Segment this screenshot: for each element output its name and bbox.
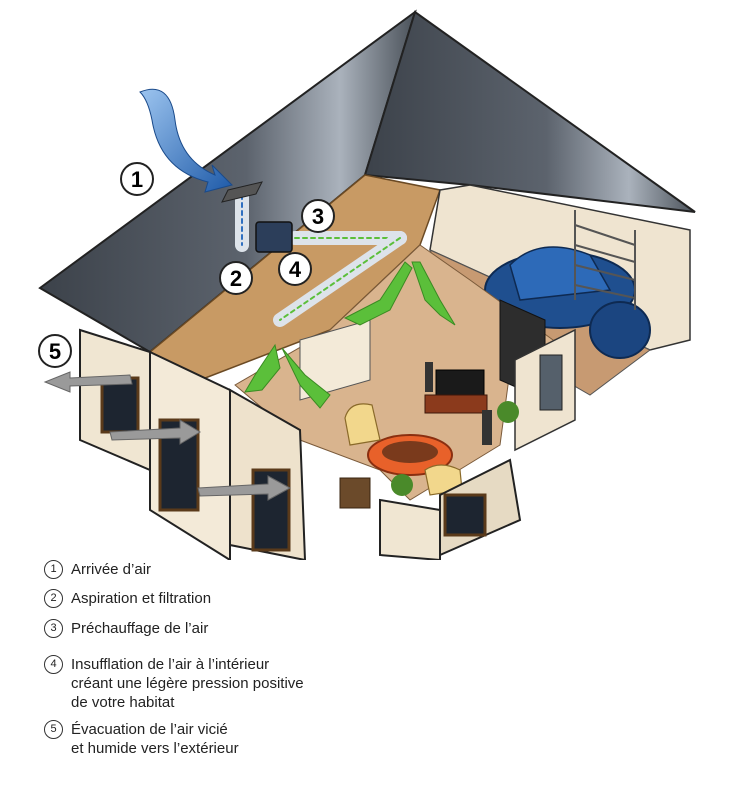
legend-item-4: 4 Insufflation de l’air à l’intérieur cr…	[44, 655, 304, 712]
legend-item-5: 5 Évacuation de l’air vicié et humide ve…	[44, 720, 239, 758]
legend-label-1: Arrivée d’air	[71, 561, 152, 578]
ventilation-unit	[255, 221, 293, 253]
legend-number-4: 4	[44, 655, 63, 674]
legend-number-5: 5	[44, 720, 63, 739]
svg-text:1: 1	[131, 167, 143, 192]
callout-2: 2	[219, 261, 253, 295]
house-ventilation-illustration: 1 2 3 4 5	[38, 9, 696, 560]
roof-right-face	[363, 10, 696, 213]
ventilation-ducts	[235, 188, 407, 327]
svg-text:5: 5	[49, 339, 61, 364]
windows	[100, 376, 487, 552]
svg-text:4: 4	[289, 257, 302, 282]
intake-arrow	[139, 88, 233, 193]
legend-label-3: Préchauffage de l’air	[71, 620, 209, 637]
callout-3: 3	[301, 199, 335, 233]
legend-item-1: 1 Arrivée d’air	[44, 560, 151, 579]
callout-1: 1	[120, 162, 154, 196]
legend-label-4: Insufflation de l’air à l’intérieur créa…	[71, 656, 304, 711]
legend-label-2: Aspiration et filtration	[71, 590, 212, 607]
legend-item-3: 3 Préchauffage de l’air	[44, 619, 208, 638]
legend-label-5: Évacuation de l’air vicié et humide vers…	[71, 721, 239, 757]
callout-4: 4	[278, 252, 312, 286]
exterior-wall-front-3	[379, 498, 441, 560]
living-room-furniture	[339, 362, 519, 509]
roof-intake-vent	[221, 181, 263, 203]
callout-5: 5	[38, 334, 72, 368]
legend-number-2: 2	[44, 589, 63, 608]
legend-number-1: 1	[44, 560, 63, 579]
supply-arrows	[244, 261, 456, 409]
garage-shelves	[574, 210, 636, 310]
interior-door	[539, 354, 563, 411]
legend-item-2: 2 Aspiration et filtration	[44, 589, 211, 608]
svg-text:2: 2	[230, 266, 242, 291]
legend-number-3: 3	[44, 619, 63, 638]
svg-text:3: 3	[312, 204, 324, 229]
exhaust-arrows	[43, 371, 292, 501]
